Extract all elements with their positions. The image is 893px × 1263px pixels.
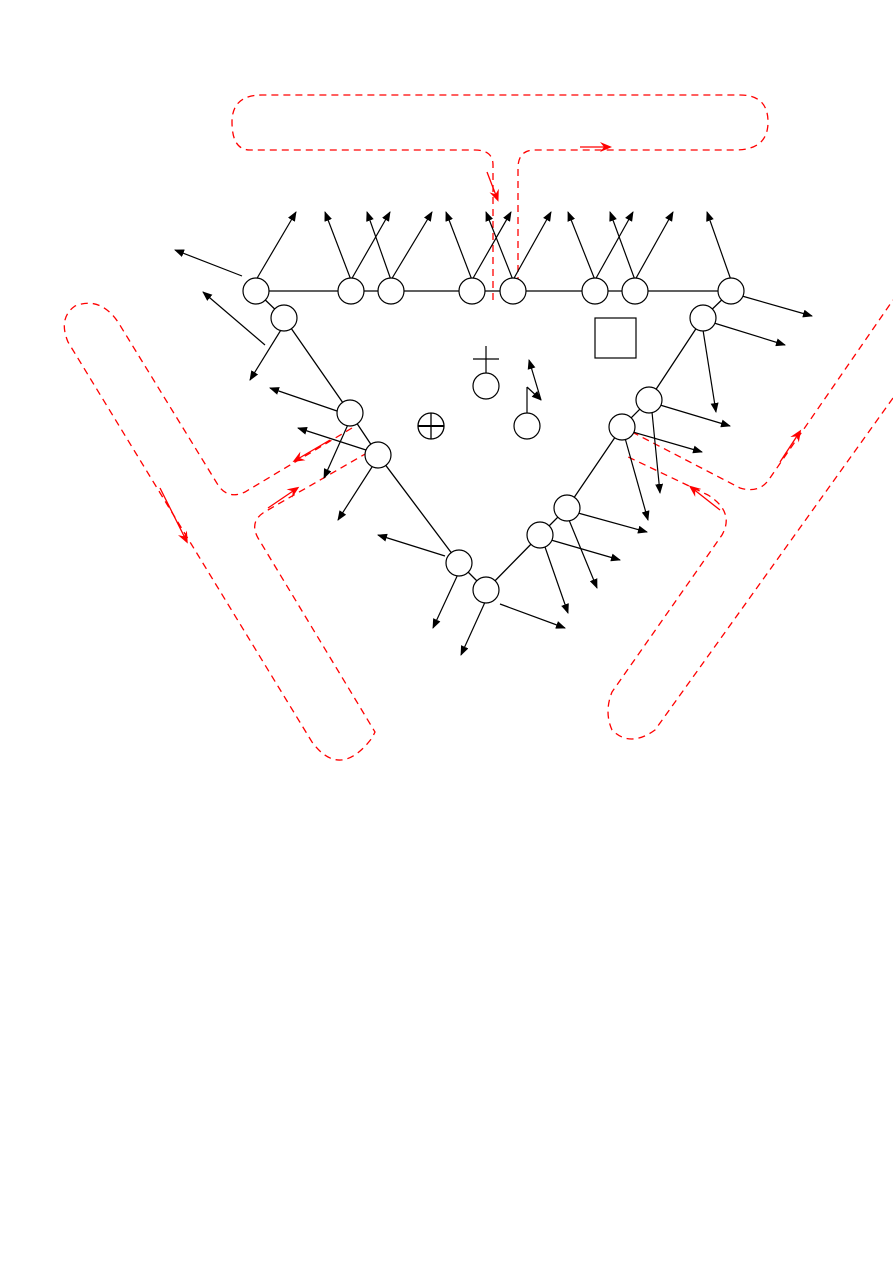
direction-arrow (159, 487, 188, 544)
direction-arrow (267, 486, 300, 509)
arrow-line (471, 211, 512, 281)
arrow-line (659, 404, 731, 428)
node-circle (377, 277, 405, 305)
node-circle (364, 441, 392, 469)
arrow-line (651, 411, 664, 494)
node-circle (472, 576, 500, 604)
node-circle (445, 549, 473, 577)
arrow-line (567, 211, 596, 281)
arrow-line (526, 386, 542, 401)
arrow-line (249, 324, 285, 381)
arrow-line (577, 512, 648, 534)
arrow-line (366, 211, 392, 281)
node-circle (717, 277, 745, 305)
arrow-line (550, 539, 621, 562)
direction-arrow (779, 429, 802, 463)
node-circle (472, 372, 500, 400)
nodes (242, 277, 745, 604)
arrow-line (544, 546, 569, 614)
arrow-line (297, 426, 367, 451)
dashed-paths (63, 94, 893, 761)
arrow-line (568, 519, 598, 589)
arrow-line (323, 419, 351, 479)
arrow-line (632, 431, 703, 454)
arrow-line (634, 211, 674, 281)
node-circle (608, 413, 636, 441)
left-edge-line (255, 290, 487, 591)
arrow-line (255, 211, 297, 281)
zigzag-arrow (527, 359, 542, 401)
node-circle (336, 399, 364, 427)
arrow-line (499, 603, 566, 629)
arrow-line (702, 329, 719, 413)
arrow-line (269, 387, 338, 412)
node-circle (499, 277, 527, 305)
arrows (174, 211, 813, 656)
arrow-line (706, 211, 732, 281)
arrow-line (350, 211, 391, 281)
arrow-line (713, 322, 786, 347)
node-circle (553, 494, 581, 522)
node-circle (526, 521, 554, 549)
arrow-line (390, 211, 433, 281)
node-circle (689, 304, 717, 332)
left-loop-path (63, 302, 376, 761)
arrow-line (337, 466, 373, 521)
arrow-line (624, 437, 650, 521)
arrow-line (741, 295, 813, 318)
link-lines (255, 290, 732, 591)
square-symbol (594, 317, 637, 359)
spacer (493, 485, 520, 490)
node-circle (581, 277, 609, 305)
arrow-line (174, 249, 243, 277)
arrow-line (324, 211, 352, 281)
center-symbols (417, 317, 637, 440)
arrow-line (432, 571, 460, 629)
arrow-line (512, 211, 552, 281)
arrow-line (445, 211, 473, 281)
node-circle (621, 277, 649, 305)
right-loop-path (607, 299, 893, 740)
node-circle (513, 412, 541, 440)
direction-arrow (486, 171, 499, 202)
direction-arrow (688, 485, 721, 511)
node-circle (270, 304, 298, 332)
arrow-line (377, 533, 446, 557)
arrow-line (594, 211, 634, 281)
node-circle (458, 277, 486, 305)
arrow-line (460, 599, 487, 656)
direction-arrow (292, 439, 331, 463)
node-circle (337, 277, 365, 305)
arrow-line (485, 211, 514, 281)
top-loop-path (231, 94, 769, 300)
node-circle (242, 277, 270, 305)
arrow-line (202, 291, 266, 346)
arrow-line (609, 211, 636, 281)
node-circle (635, 386, 663, 414)
